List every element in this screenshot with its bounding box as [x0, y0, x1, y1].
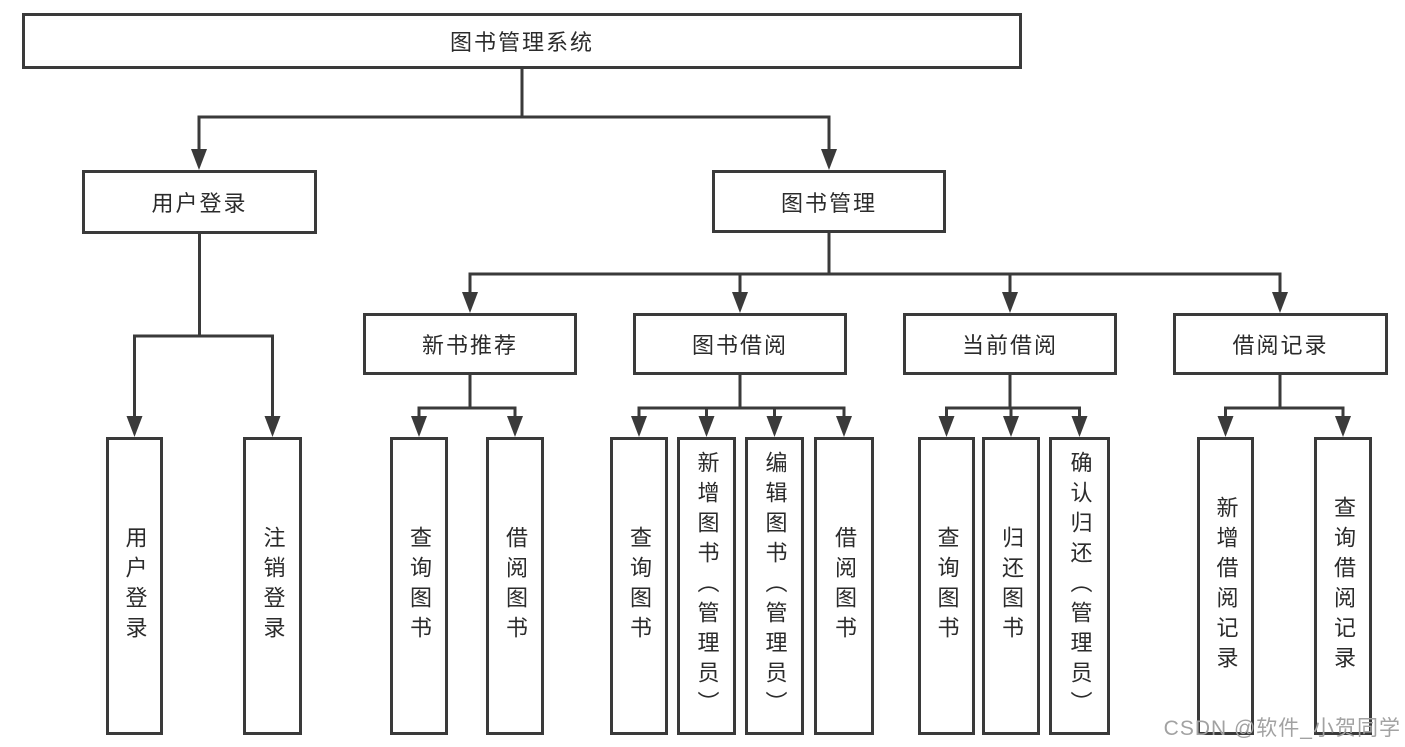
arrow-down-icon: [1003, 416, 1019, 437]
node-borrow-books-recommend: 借阅图书: [486, 437, 544, 735]
csdn-watermark: CSDN @软件_小贺同学: [1163, 717, 1401, 740]
arrow-down-icon: [938, 416, 955, 437]
node-query-books-borrow: 查询图书: [610, 437, 668, 735]
arrow-down-icon: [1335, 416, 1351, 437]
node-confirm-return-admin: 确认归还（管理员）: [1049, 437, 1110, 735]
arrow-down-icon: [732, 292, 748, 313]
arrow-down-icon: [698, 416, 715, 437]
node-edit-books-admin: 编辑图书（管理员）: [745, 437, 804, 735]
arrow-down-icon: [1217, 416, 1234, 437]
arrow-down-icon: [821, 149, 837, 170]
node-return-books: 归还图书: [982, 437, 1040, 735]
arrow-down-icon: [1071, 416, 1088, 437]
arrow-down-icon: [631, 416, 647, 437]
node-book-borrow: 图书借阅: [633, 313, 847, 375]
arrow-down-icon: [264, 416, 281, 437]
node-query-books-recommend: 查询图书: [390, 437, 448, 735]
node-user-login-action: 用户登录: [106, 437, 163, 735]
node-user-login: 用户登录: [82, 170, 317, 234]
arrow-down-icon: [766, 416, 783, 437]
arrow-down-icon: [191, 149, 207, 170]
node-current-borrow: 当前借阅: [903, 313, 1117, 375]
arrowheads: [126, 149, 1351, 437]
node-add-borrow-record: 新增借阅记录: [1197, 437, 1254, 735]
node-borrow-books: 借阅图书: [814, 437, 874, 735]
node-new-book-recommend: 新书推荐: [363, 313, 577, 375]
node-query-borrow-record: 查询借阅记录: [1314, 437, 1372, 735]
connector-lines: [133, 68, 1345, 433]
arrow-down-icon: [507, 416, 523, 437]
node-logout-action: 注销登录: [243, 437, 302, 735]
arrow-down-icon: [462, 292, 478, 313]
node-book-management: 图书管理: [712, 170, 946, 233]
node-add-books-admin: 新增图书（管理员）: [677, 437, 736, 735]
arrow-down-icon: [126, 416, 143, 437]
node-query-books-current: 查询图书: [918, 437, 975, 735]
arrow-down-icon: [1272, 292, 1288, 313]
arrow-down-icon: [1002, 292, 1018, 313]
arrow-down-icon: [836, 416, 852, 437]
node-book-management-system: 图书管理系统: [22, 13, 1022, 69]
node-borrow-records: 借阅记录: [1173, 313, 1388, 375]
arrow-down-icon: [411, 416, 427, 437]
